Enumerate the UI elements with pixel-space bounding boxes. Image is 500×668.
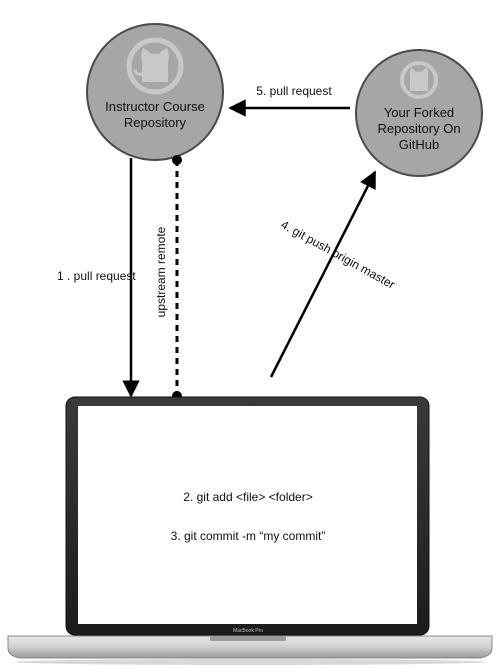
laptop-hinge-notch bbox=[210, 636, 286, 641]
github-octocat-icon bbox=[126, 37, 184, 95]
instructor-repo-node: Instructor Course Repository bbox=[86, 23, 224, 161]
edge-pull-request-1: 1 . pull request bbox=[57, 158, 140, 398]
forked-repo-node: Your Forked Repository On GitHub bbox=[355, 49, 483, 177]
forked-repo-label-line2: Repository On bbox=[377, 121, 460, 136]
laptop-base bbox=[7, 635, 493, 659]
forked-repo-circle bbox=[355, 49, 483, 177]
screen-command-git-commit: 3. git commit -m “my commit” bbox=[171, 529, 326, 543]
laptop: 2. git add <file> <folder> 3. git commit… bbox=[7, 396, 493, 665]
upstream-remote-top-dot bbox=[172, 155, 182, 165]
pull-request-1-label: 1 . pull request bbox=[57, 269, 136, 283]
laptop-screen bbox=[78, 406, 417, 624]
git-push-arrow bbox=[269, 170, 377, 378]
screen-command-git-add: 2. git add <file> <folder> bbox=[183, 490, 312, 504]
git-push-label: 4. git push origin master bbox=[279, 217, 398, 291]
upstream-remote-label: upstream remote bbox=[154, 226, 168, 317]
instructor-repo-label-line1: Instructor Course bbox=[105, 99, 205, 114]
pull-request-5-label: 5. pull request bbox=[256, 84, 332, 98]
edge-upstream-remote: upstream remote bbox=[154, 155, 182, 401]
instructor-repo-label-line2: Repository bbox=[124, 115, 187, 130]
laptop-brand-label: MacBook Pro bbox=[233, 628, 263, 634]
laptop-base-shadow bbox=[14, 659, 486, 665]
edge-git-push: 4. git push origin master bbox=[269, 170, 398, 378]
github-octocat-icon bbox=[400, 61, 438, 99]
forked-repo-label-line3: GitHub bbox=[399, 137, 439, 152]
edge-pull-request-5: 5. pull request bbox=[228, 84, 350, 117]
forked-repo-label-line1: Your Forked bbox=[384, 105, 454, 120]
